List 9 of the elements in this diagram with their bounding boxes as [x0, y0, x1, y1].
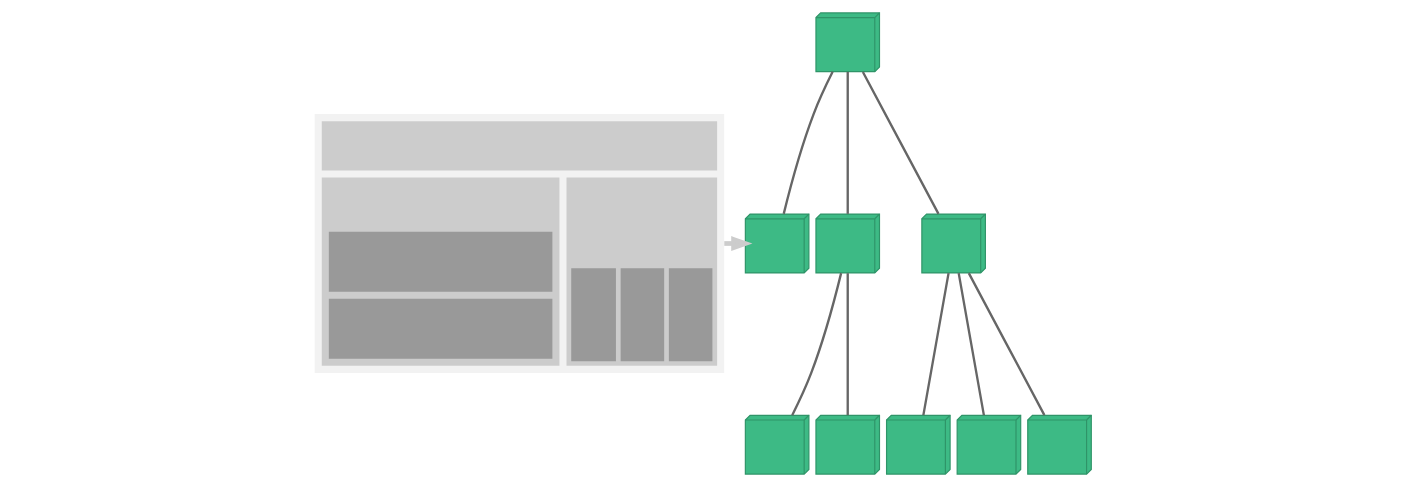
- connector: [846, 71, 849, 214]
- connector: [861, 71, 940, 215]
- connector: [791, 272, 843, 416]
- connector: [846, 273, 849, 416]
- connector: [967, 272, 1046, 416]
- connector: [957, 272, 986, 416]
- node-picture: [314, 114, 725, 373]
- connector: [922, 272, 950, 416]
- connector: [782, 71, 834, 215]
